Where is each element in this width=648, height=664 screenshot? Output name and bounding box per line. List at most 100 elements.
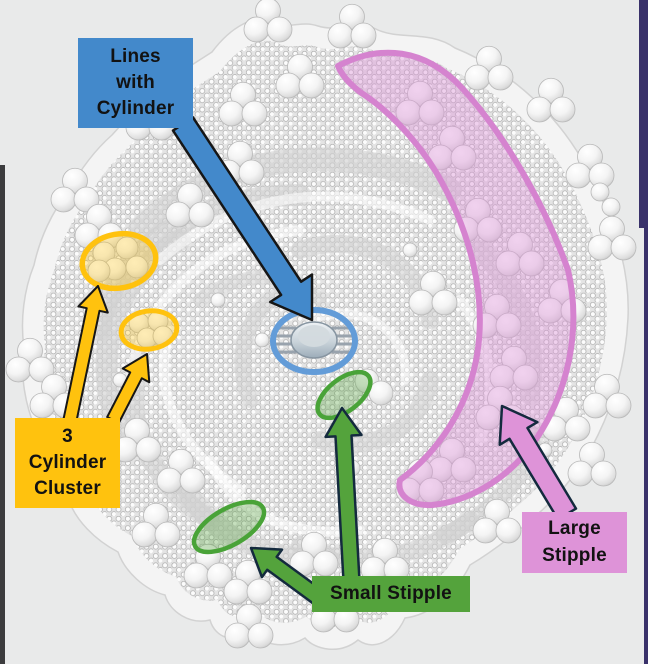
large-stipple-arrow: [498, 404, 578, 521]
pink-tinted-sphere-clusters: [395, 80, 587, 504]
sphere: [154, 521, 181, 548]
sphere: [177, 182, 203, 209]
sphere: [17, 337, 43, 364]
sphere: [243, 16, 270, 43]
sphere: [165, 201, 192, 228]
sphere: [590, 182, 610, 202]
sphere: [287, 53, 313, 80]
sphere: [368, 380, 394, 406]
swirl-stroke: [128, 147, 462, 242]
sphere: [579, 441, 605, 468]
cylinder-cluster-ellipse-2: [118, 308, 180, 352]
sphere: [50, 186, 77, 213]
sphere: [526, 96, 553, 123]
sphere: [223, 578, 250, 605]
sphere: [339, 3, 365, 30]
label-line: Small Stipple: [330, 582, 452, 604]
sphere: [495, 517, 522, 544]
label-line: with: [116, 71, 155, 93]
sphere: [472, 517, 499, 544]
sphere: [241, 100, 268, 127]
cylinder-cluster-label: 3 Cylinder Cluster: [15, 418, 120, 508]
lines-with-cylinder-ellipse: [270, 307, 358, 375]
swirl-stroke: [305, 309, 410, 385]
sphere: [246, 578, 273, 605]
sphere: [487, 64, 514, 91]
swirl-stroke: [89, 184, 311, 341]
label-line: Cluster: [34, 478, 101, 500]
sphere: [210, 292, 226, 308]
large-stipple-region: [335, 49, 577, 509]
annotation-arrows: [62, 116, 578, 608]
sphere: [420, 270, 446, 297]
sphere: [601, 197, 621, 217]
sphere: [567, 460, 594, 487]
sphere: [254, 332, 270, 348]
sphere: [224, 622, 251, 649]
sphere: [327, 22, 354, 49]
sphere: [507, 231, 533, 258]
sphere: [594, 373, 620, 400]
sphere: [86, 203, 112, 230]
sphere: [218, 100, 245, 127]
sphere: [372, 537, 398, 564]
swirl-stroke: [155, 191, 435, 265]
cylinder-cluster-ellipse-1: [79, 230, 159, 292]
sphere: [275, 72, 302, 99]
sphere: [230, 81, 256, 108]
sphere: [549, 96, 576, 123]
sphere: [407, 80, 433, 107]
sphere: [565, 162, 592, 189]
sphere: [512, 364, 539, 391]
sphere: [301, 531, 327, 558]
small-stipple-ellipse-2: [191, 499, 267, 555]
sphere: [431, 289, 458, 316]
sphere: [255, 0, 281, 24]
large-stipple-label: Large Stipple: [522, 512, 627, 573]
left-edge-strip: [0, 165, 5, 664]
sphere: [501, 345, 527, 372]
sphere: [605, 392, 632, 419]
sphere: [418, 99, 445, 126]
sphere: [179, 467, 206, 494]
sphere: [238, 159, 265, 186]
sphere: [350, 22, 377, 49]
sphere: [538, 77, 564, 104]
right-edge-strip: [644, 0, 648, 664]
sphere: [587, 234, 614, 261]
sphere: [247, 622, 274, 649]
sphere: [125, 255, 149, 279]
lines-with-cylinder-label: Lines with Cylinder: [78, 38, 193, 128]
sphere: [610, 234, 637, 261]
sphere: [115, 236, 139, 260]
label-line: Stipple: [542, 544, 607, 566]
sphere: [476, 216, 503, 243]
sphere: [439, 125, 465, 152]
sphere: [450, 144, 477, 171]
sphere: [87, 259, 111, 283]
sphere: [312, 550, 339, 577]
sphere: [476, 45, 502, 72]
label-line: Large: [548, 518, 601, 540]
sphere: [168, 448, 194, 475]
sphere: [465, 197, 491, 224]
sphere: [131, 521, 158, 548]
sphere: [124, 417, 150, 444]
sphere: [5, 356, 32, 383]
sphere: [484, 293, 510, 320]
sphere: [439, 437, 465, 464]
sphere: [206, 562, 233, 589]
sphere: [582, 392, 609, 419]
sphere: [156, 467, 183, 494]
cylinder-disc-top: [298, 325, 330, 347]
sphere: [236, 603, 262, 630]
sphere: [495, 312, 522, 339]
sphere: [487, 385, 513, 412]
sphere: [183, 562, 210, 589]
cylinder-cluster-arrow-1: [62, 285, 109, 423]
sphere: [590, 460, 617, 487]
sphere: [266, 16, 293, 43]
sphere: [227, 140, 253, 167]
right-edge-strip-top: [639, 0, 648, 228]
